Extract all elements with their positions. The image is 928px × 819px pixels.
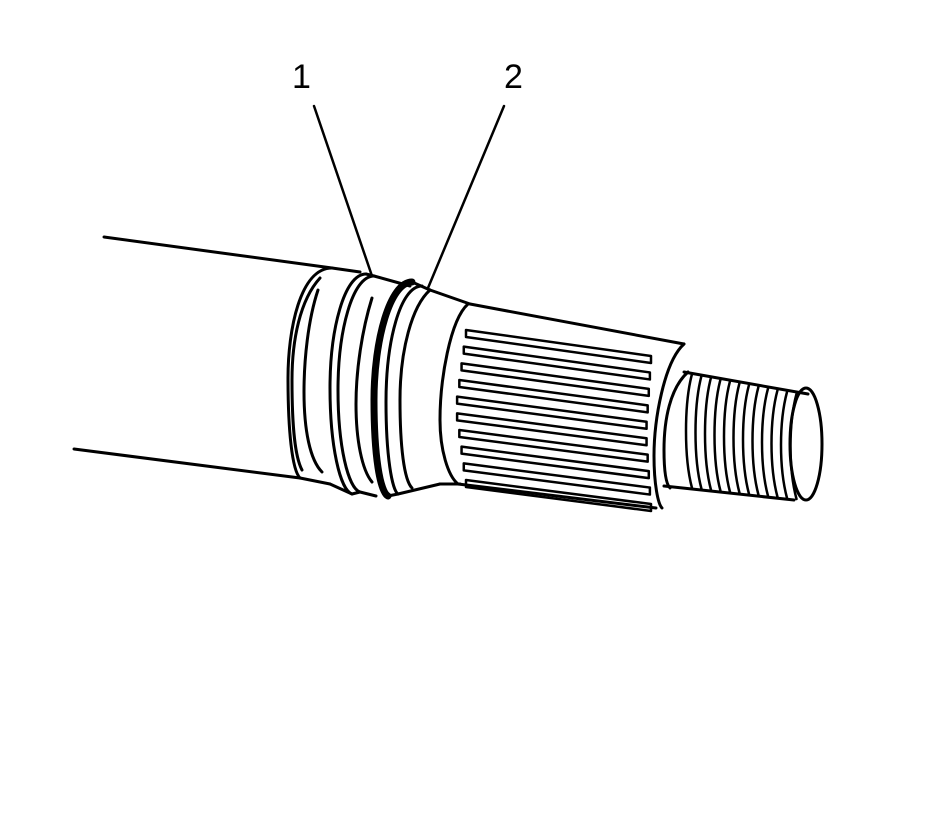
seal-ring-2 [374,282,430,496]
thread-line [724,381,730,492]
thread-line [791,394,797,499]
thread-line [715,379,721,491]
leader-line-1 [314,106,372,276]
threaded-end [664,372,822,500]
seal-ring-1 [330,274,374,494]
thread-line [696,376,702,489]
thread-line [772,390,778,497]
spline-tooth [464,347,650,380]
shaft-body [74,237,332,478]
thread-line [753,387,759,495]
spline-tooth [457,397,646,429]
thread-line [762,388,768,496]
thread-line [734,383,740,493]
spline-tooth [459,430,647,462]
spline-tooth [462,363,649,396]
spline-tooth [466,330,651,363]
shaft-step [300,268,360,484]
thread-line [686,374,692,488]
spline-tooth [466,480,651,511]
shaft-collar [398,290,470,494]
thread-line [743,385,749,494]
leader-line-2 [428,106,504,288]
spline-section [457,304,684,511]
spline-tooth [464,463,650,494]
thread-line [781,392,787,498]
spline-tooth [457,413,646,445]
callout-label-1: 1 [292,58,311,96]
callout-leaders [314,106,504,288]
callout-label-2: 2 [504,58,523,96]
thread-line [705,378,711,490]
spline-tooth [459,380,647,412]
spline-tooth [462,447,649,478]
seal-groove [356,276,410,496]
